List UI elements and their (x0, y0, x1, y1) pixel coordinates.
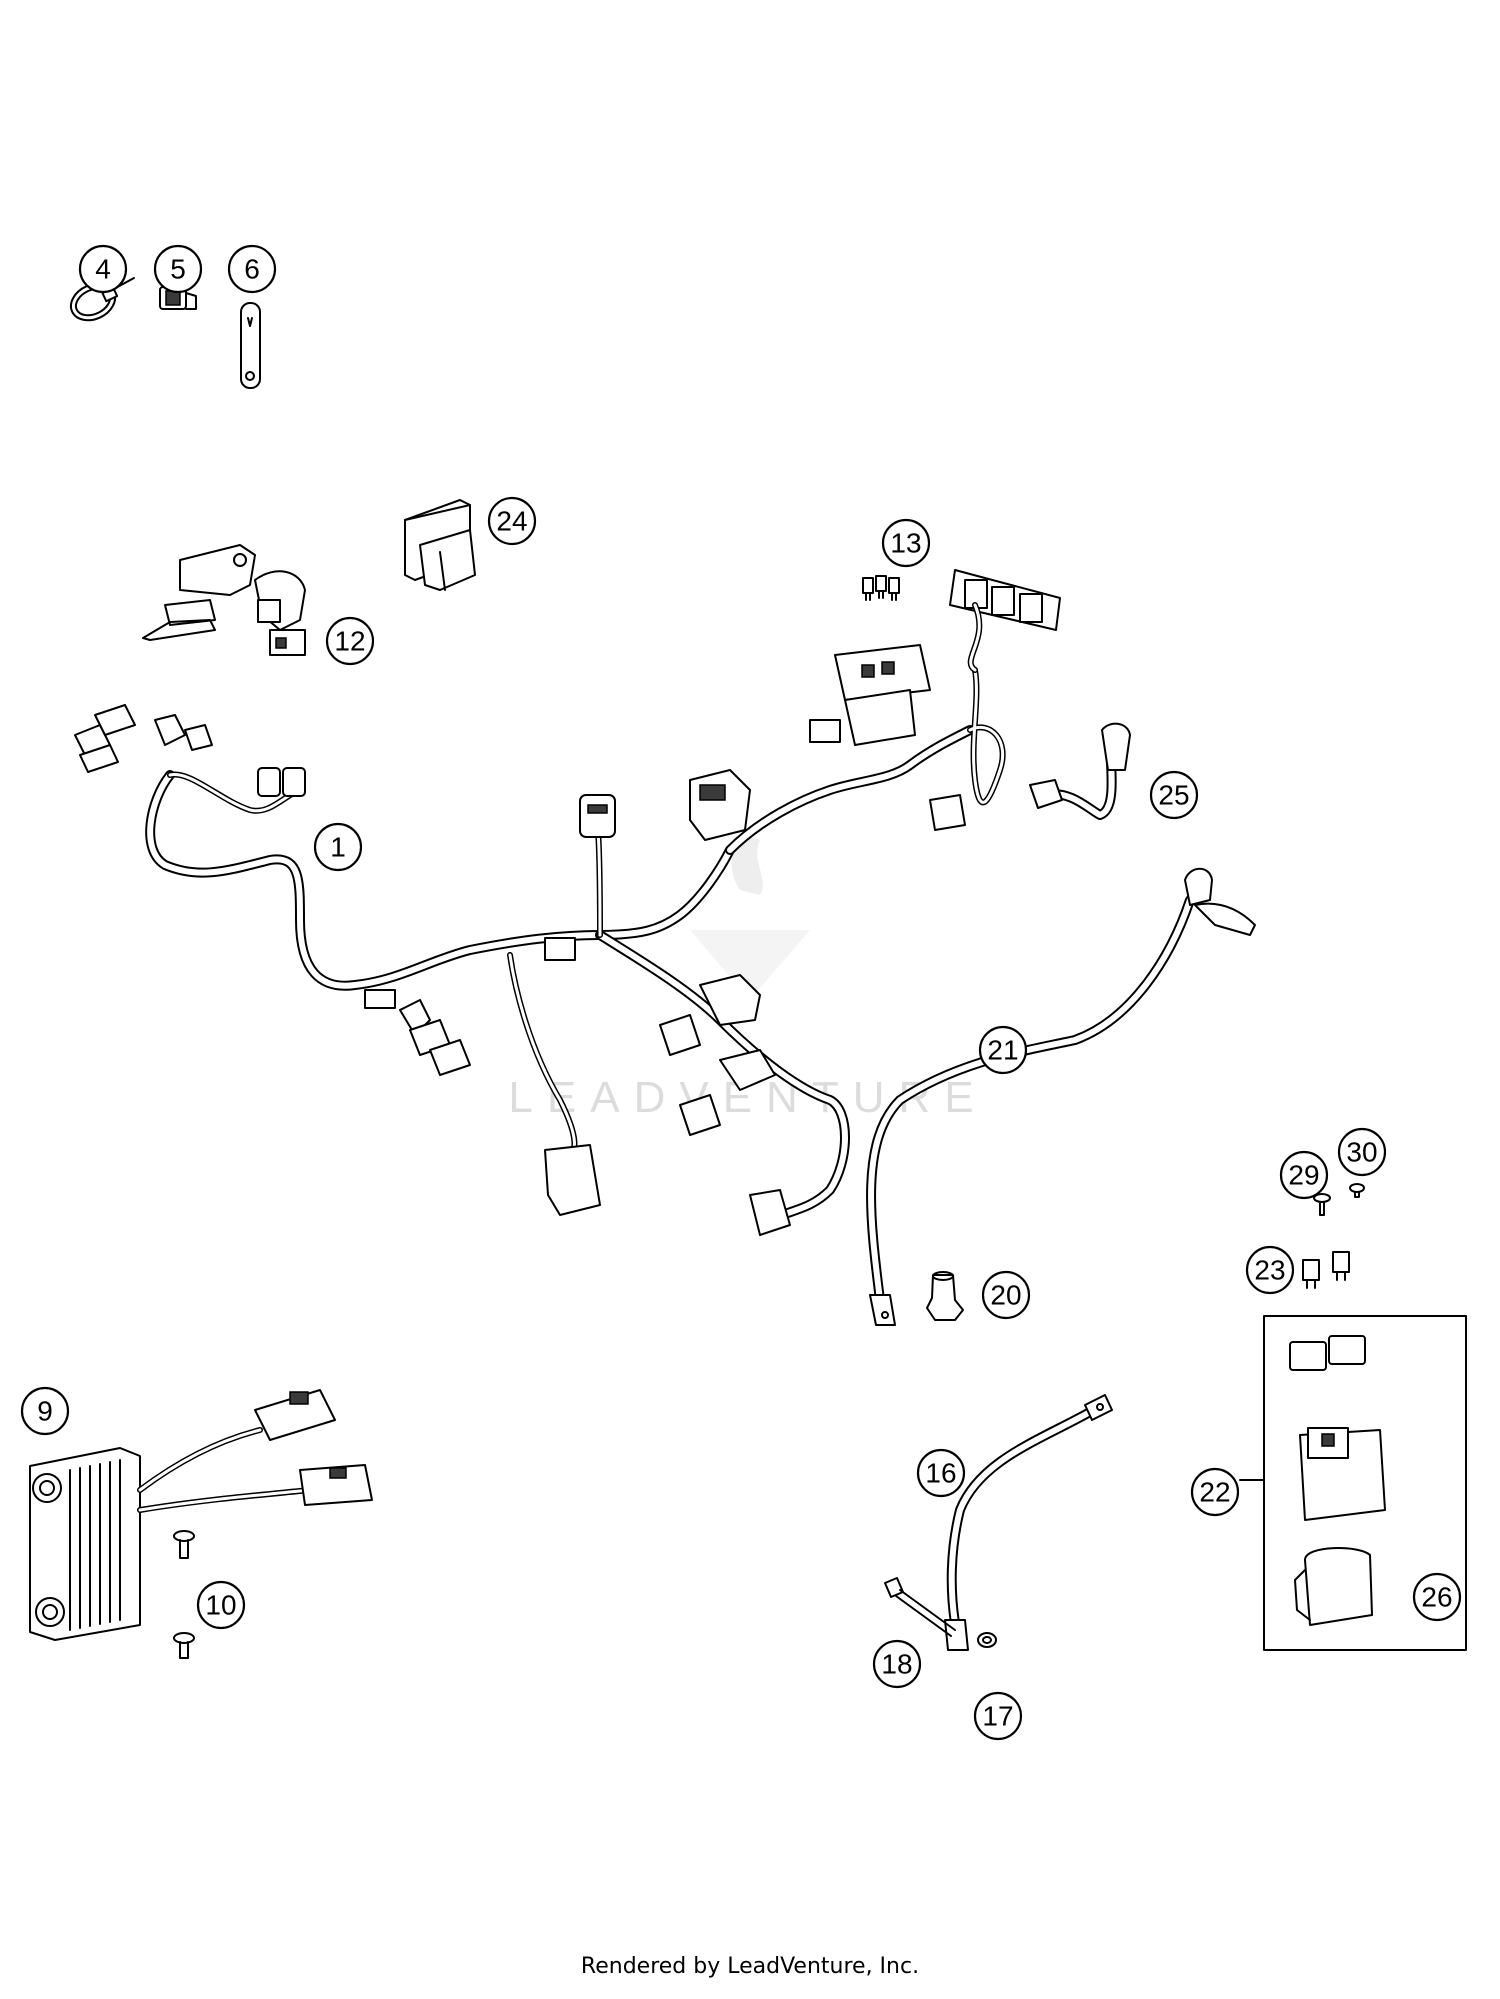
callout-label: 30 (1346, 1137, 1377, 1168)
regulator-bolts-part (173, 1530, 195, 1659)
voltage-regulator-part (29, 1389, 373, 1641)
callout-26: 26 (1412, 1572, 1462, 1622)
relay-cover-part (404, 499, 476, 591)
callout-label: 22 (1199, 1477, 1230, 1508)
callout-10: 10 (196, 1580, 246, 1630)
callout-label: 4 (95, 254, 111, 285)
watermark-logo (690, 838, 810, 1000)
callout-label: 29 (1288, 1160, 1319, 1191)
callout-30: 30 (1337, 1127, 1387, 1177)
main-wiring-harness (74, 569, 1061, 1236)
callout-22: 22 (1190, 1467, 1240, 1517)
callout-label: 20 (990, 1280, 1021, 1311)
callout-label: 25 (1158, 780, 1189, 811)
callout-label: 23 (1254, 1255, 1285, 1286)
callout-label: 5 (170, 254, 186, 285)
callout-label: 21 (987, 1035, 1018, 1066)
callout-label: 17 (982, 1701, 1013, 1732)
mini-fuses-part (1302, 1251, 1350, 1289)
callout-5: 5 (153, 244, 203, 294)
short-cable-part (1029, 722, 1131, 820)
small-screws-part (1313, 1183, 1365, 1216)
callout-1: 1 (313, 822, 363, 872)
callout-16: 16 (916, 1448, 966, 1498)
callout-label: 9 (37, 1396, 53, 1427)
strap-part (240, 302, 261, 389)
callout-23: 23 (1245, 1245, 1295, 1295)
relay-kit-box (1239, 1315, 1467, 1651)
callout-9: 9 (20, 1386, 70, 1436)
callout-24: 24 (487, 496, 537, 546)
callout-label: 6 (244, 254, 260, 285)
bracket-lock-part (142, 544, 306, 656)
callout-6: 6 (227, 244, 277, 294)
callout-4: 4 (78, 244, 128, 294)
callout-label: 24 (496, 506, 527, 537)
washer-part (977, 1632, 997, 1648)
ground-cable-part (944, 1394, 1113, 1651)
ground-bolt-part (884, 1577, 956, 1637)
callout-label: 10 (205, 1590, 236, 1621)
callout-label: 26 (1421, 1582, 1452, 1613)
callout-21: 21 (978, 1025, 1028, 1075)
grommet-part (926, 1271, 964, 1321)
callout-20: 20 (981, 1270, 1031, 1320)
callout-12: 12 (325, 616, 375, 666)
callout-label: 18 (881, 1649, 912, 1680)
callout-label: 1 (330, 832, 346, 863)
callout-label: 12 (334, 626, 365, 657)
callout-29: 29 (1279, 1150, 1329, 1200)
callout-17: 17 (973, 1691, 1023, 1741)
footer-credit: Rendered by LeadVenture, Inc. (580, 1954, 920, 1979)
callout-18: 18 (872, 1639, 922, 1689)
callout-25: 25 (1149, 770, 1199, 820)
callout-13: 13 (881, 518, 931, 568)
callout-label: 16 (925, 1458, 956, 1489)
fuses-part (862, 575, 900, 601)
callout-label: 13 (890, 528, 921, 559)
